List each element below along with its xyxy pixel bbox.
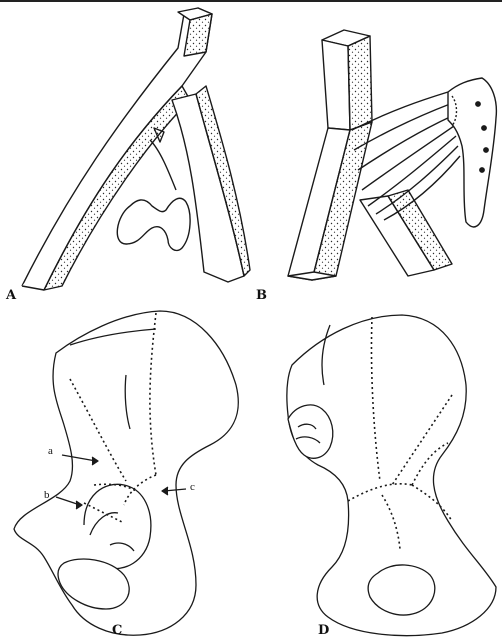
- panel-b-label: B: [256, 288, 267, 303]
- panel-b-drawing: [252, 0, 502, 305]
- annotation-c: c: [190, 481, 195, 493]
- panel-c-drawing: [0, 305, 252, 640]
- panel-a-drawing: [0, 0, 252, 305]
- panel-a-label: A: [6, 288, 16, 303]
- panel-d: D: [252, 305, 502, 640]
- panel-a: A: [0, 0, 252, 305]
- annotation-b: b: [44, 489, 50, 501]
- panel-c: a b c C: [0, 305, 252, 640]
- panel-d-label: D: [318, 623, 329, 638]
- annotation-a: a: [48, 445, 53, 457]
- panel-c-label: C: [112, 623, 122, 638]
- panel-d-drawing: [252, 305, 502, 640]
- panel-b: B: [252, 0, 502, 305]
